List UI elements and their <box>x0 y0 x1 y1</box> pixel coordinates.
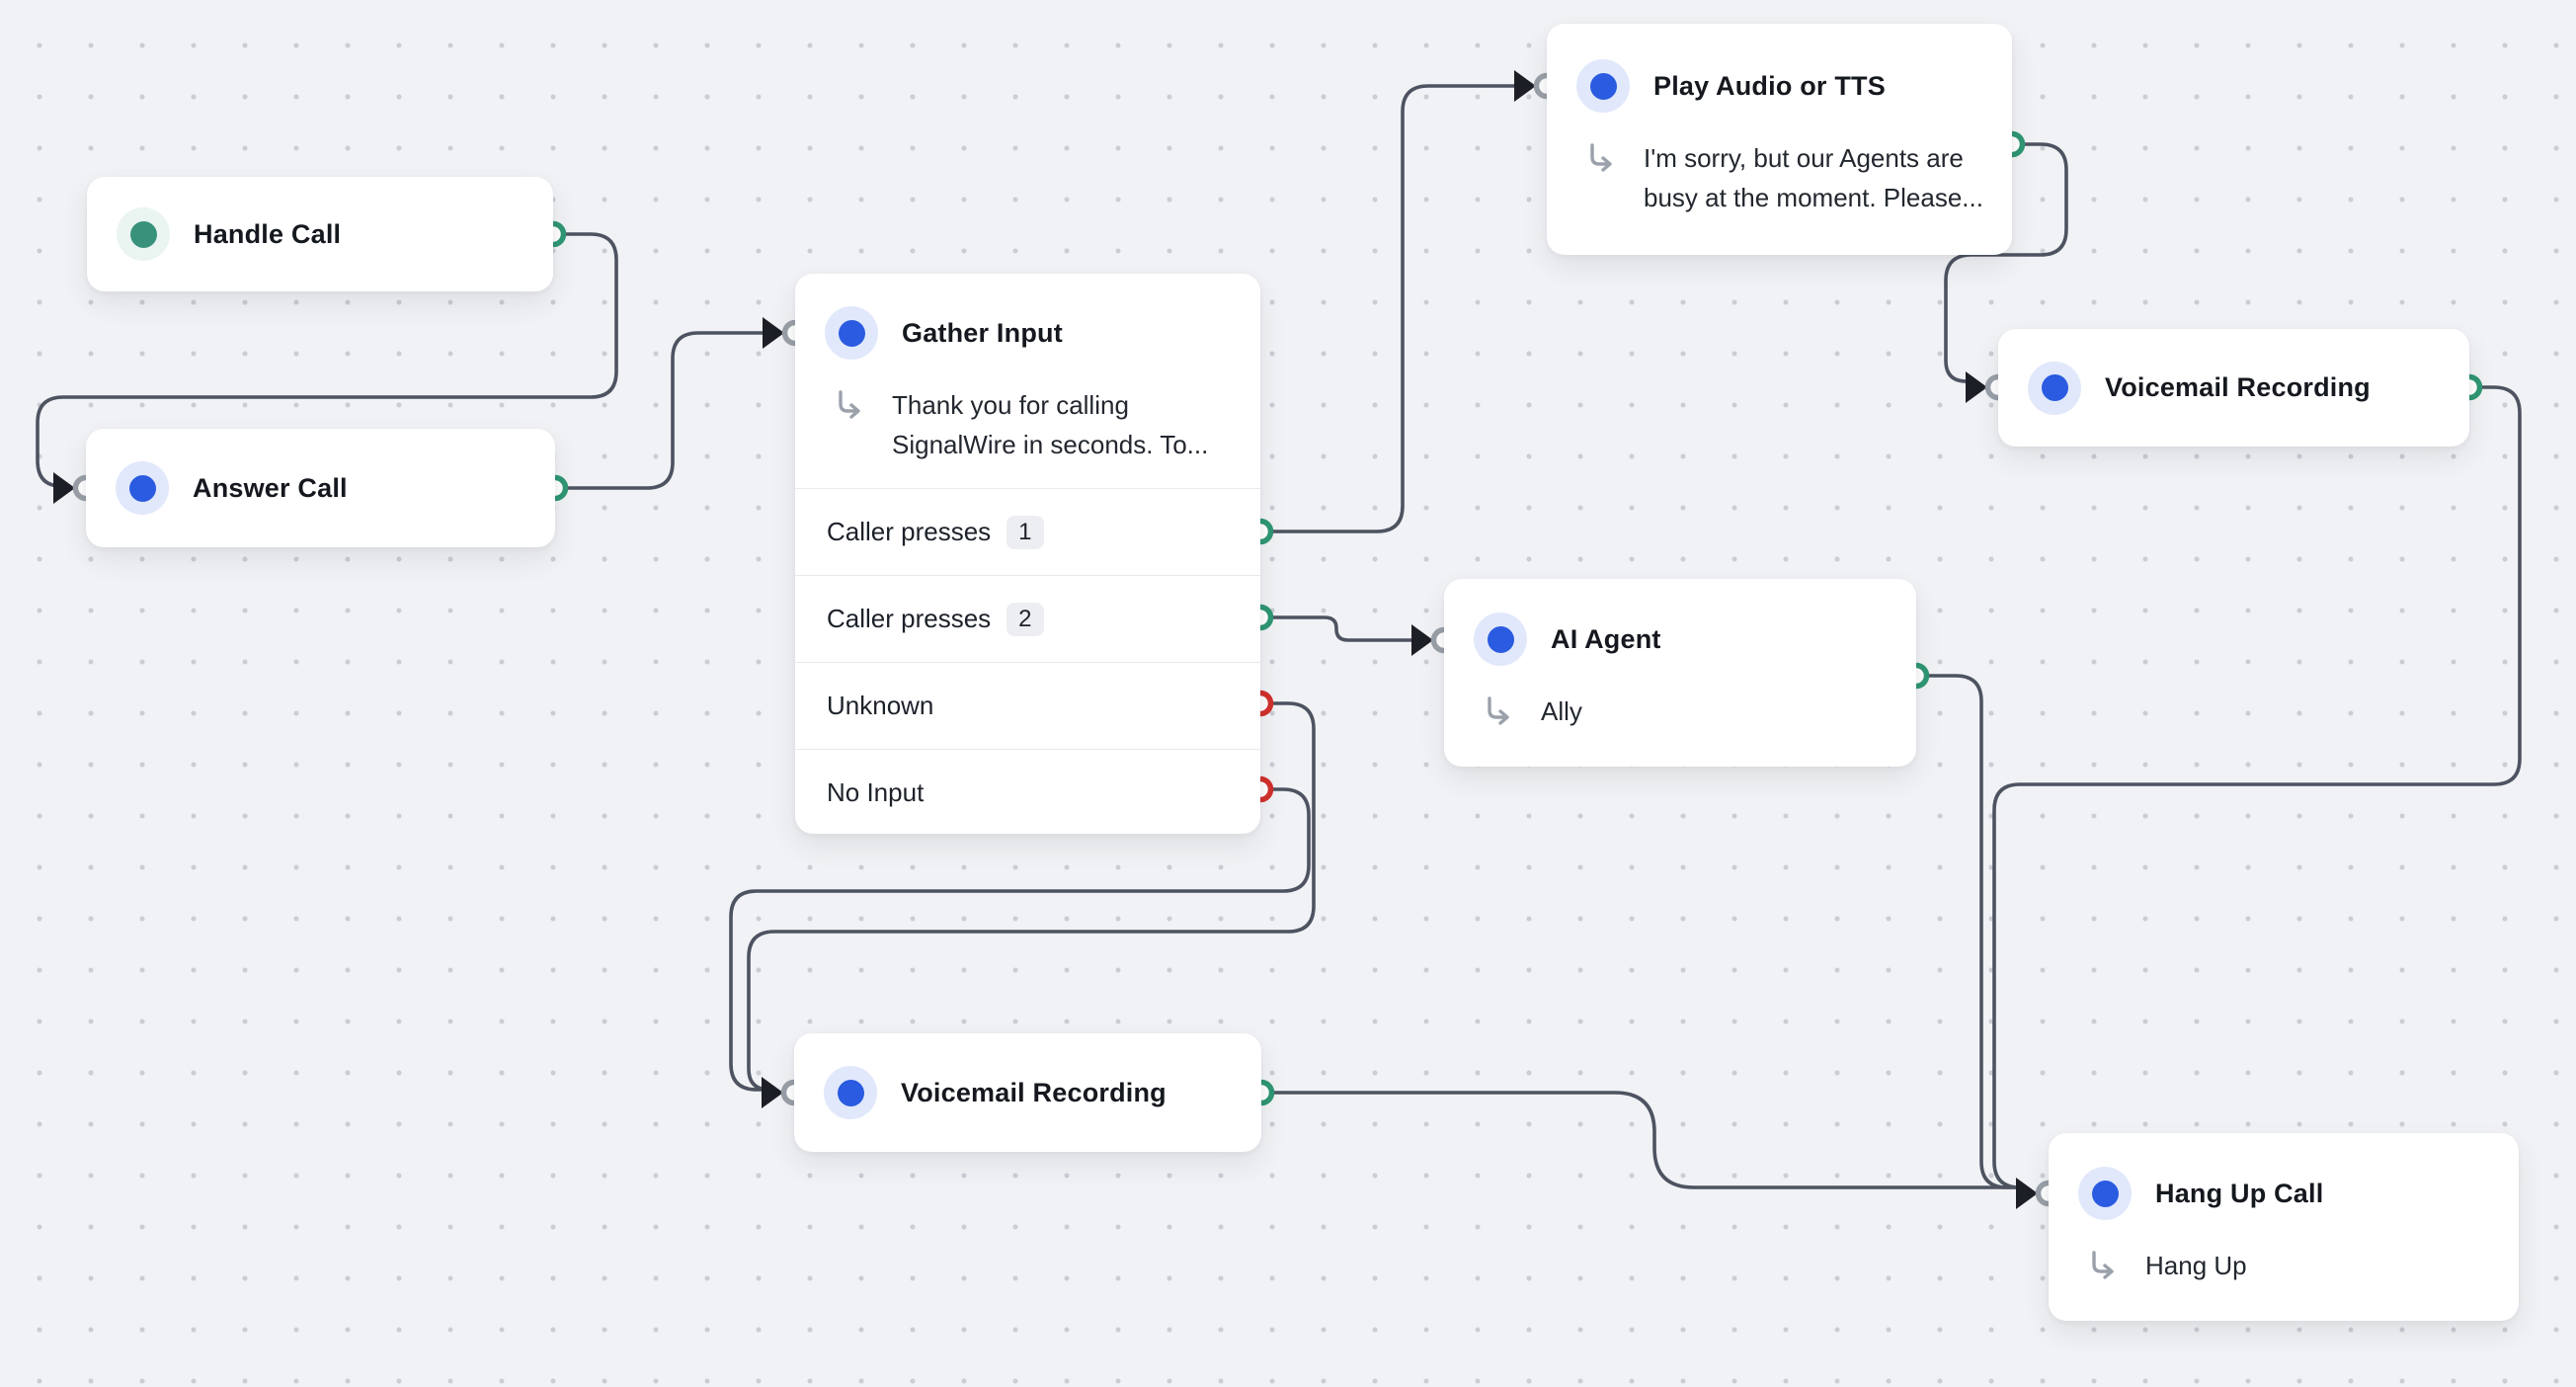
node-title: Answer Call <box>193 472 348 503</box>
node-play-audio-tts[interactable]: Play Audio or TTS I'm sorry, but our Age… <box>1547 24 2012 255</box>
edge-aiagent-to-hangup <box>1916 674 2018 1189</box>
arrow-icon <box>53 472 75 504</box>
edge-gather1-to-playaudio <box>1260 84 1514 533</box>
node-answer-call[interactable]: Answer Call <box>86 429 555 547</box>
node-description: I'm sorry, but our Agents are busy at th… <box>1644 143 1983 212</box>
reply-arrow-icon <box>1590 143 1612 172</box>
row-badge: 2 <box>1006 602 1044 636</box>
gather-row-no-input[interactable]: No Input <box>795 749 1260 836</box>
gather-row-unknown[interactable]: Unknown <box>795 662 1260 749</box>
edge-voicemailbottom-to-hangup <box>1261 1091 2018 1189</box>
node-state-icon <box>1576 59 1630 113</box>
row-label: Unknown <box>827 691 934 720</box>
node-title: Hang Up Call <box>2155 1178 2324 1208</box>
node-ai-agent[interactable]: AI Agent Ally <box>1444 579 1916 767</box>
node-state-icon <box>117 207 170 261</box>
row-label: No Input <box>827 777 925 807</box>
node-title: Play Audio or TTS <box>1653 70 1886 101</box>
node-title: Gather Input <box>902 317 1063 348</box>
edge-gather2-to-aiagent <box>1260 615 1411 642</box>
node-title: AI Agent <box>1551 623 1661 654</box>
node-state-icon <box>824 1066 877 1119</box>
edge-voicemailright-to-hangup <box>1992 385 2522 1189</box>
node-handle-call[interactable]: Handle Call <box>87 177 553 291</box>
reply-arrow-icon <box>2092 1251 2114 1279</box>
gather-row-press-2[interactable]: Caller presses 2 <box>795 575 1260 662</box>
gather-row-press-1[interactable]: Caller presses 1 <box>795 489 1260 575</box>
row-label: Caller presses <box>827 604 992 633</box>
arrow-icon <box>2016 1178 2038 1209</box>
arrow-icon <box>763 317 784 349</box>
node-gather-input[interactable]: Gather Input Thank you for calling Signa… <box>795 274 1260 834</box>
row-badge: 1 <box>1006 515 1044 549</box>
node-voicemail-recording-bottom[interactable]: Voicemail Recording <box>794 1033 1261 1152</box>
node-description: Thank you for calling SignalWire in seco… <box>892 390 1209 459</box>
node-title: Voicemail Recording <box>2105 372 2371 402</box>
reply-arrow-icon <box>1488 696 1509 725</box>
arrow-icon <box>1514 70 1536 102</box>
arrow-icon <box>762 1077 783 1108</box>
reply-arrow-icon <box>839 390 860 419</box>
node-state-icon <box>1474 612 1527 666</box>
row-label: Caller presses <box>827 517 992 546</box>
node-description: Hang Up <box>2145 1251 2247 1280</box>
node-state-icon <box>116 461 169 515</box>
node-title: Voicemail Recording <box>901 1077 1167 1107</box>
arrow-icon <box>1966 371 1987 403</box>
arrow-icon <box>1411 624 1433 656</box>
node-state-icon <box>2028 361 2081 415</box>
node-state-icon <box>825 306 878 360</box>
node-voicemail-recording-right[interactable]: Voicemail Recording <box>1998 329 2469 447</box>
node-state-icon <box>2078 1167 2132 1220</box>
node-hang-up-call[interactable]: Hang Up Call Hang Up <box>2049 1133 2519 1321</box>
node-description: Ally <box>1541 696 1582 726</box>
edge-answer-to-gather <box>555 331 763 490</box>
node-title: Handle Call <box>194 218 342 249</box>
